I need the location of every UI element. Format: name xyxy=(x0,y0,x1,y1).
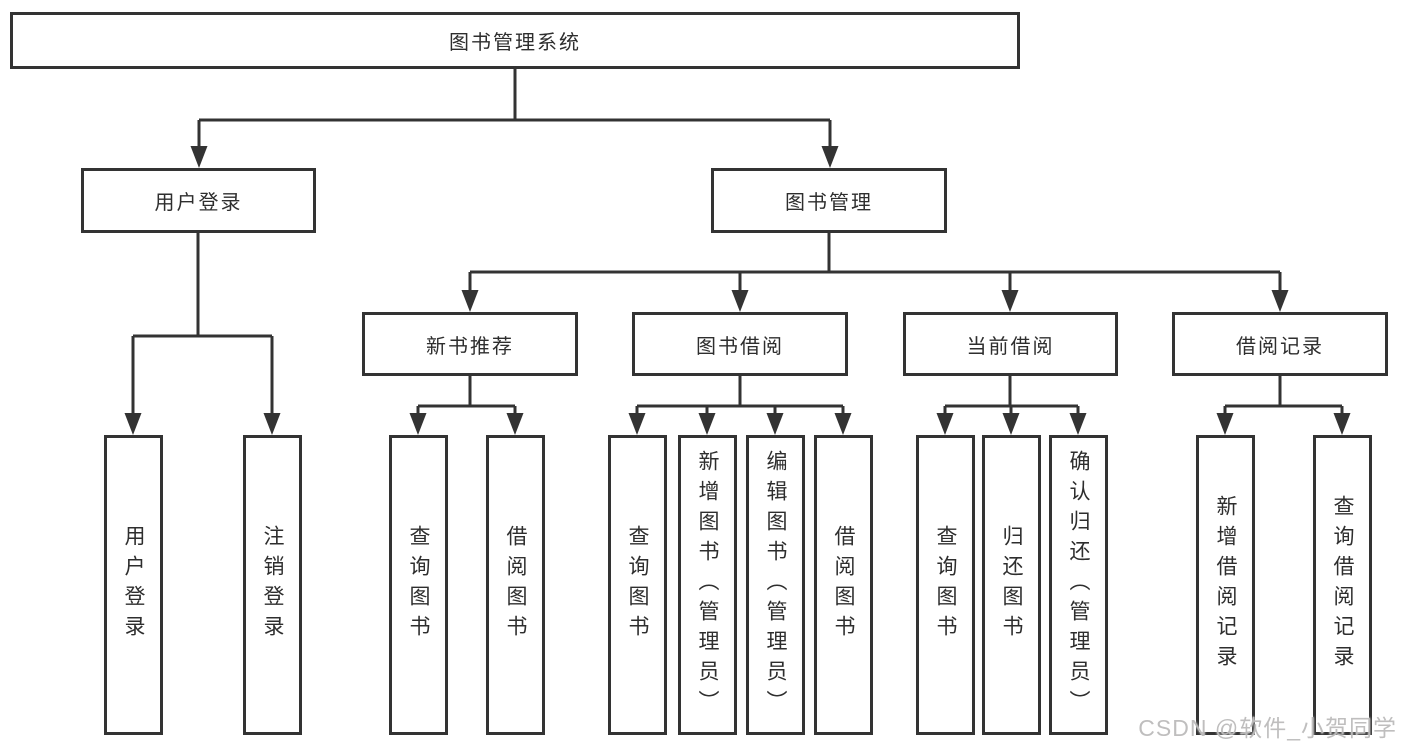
leaf-bb-edit-books-admin: 编辑图书（管理员） xyxy=(746,435,805,735)
arrowheads xyxy=(124,146,1351,435)
node-borrow-records: 借阅记录 xyxy=(1172,312,1388,376)
leaf-nbr-query-books: 查询图书 xyxy=(389,435,448,735)
leaf-bb-query-books: 查询图书 xyxy=(608,435,667,735)
leaf-label: 编辑图书（管理员） xyxy=(764,450,787,720)
leaf-bb-borrow-books: 借阅图书 xyxy=(814,435,873,735)
leaf-nbr-borrow-books: 借阅图书 xyxy=(486,435,545,735)
leaf-cb-query-books: 查询图书 xyxy=(916,435,975,735)
leaf-cb-return-books: 归还图书 xyxy=(982,435,1041,735)
csdn-watermark: CSDN @软件_小贺同学 xyxy=(1138,715,1397,741)
leaf-user-login: 用户登录 xyxy=(104,435,163,735)
leaf-label: 注销登录 xyxy=(261,525,284,645)
leaf-label: 借阅图书 xyxy=(832,525,855,645)
node-book-management: 图书管理 xyxy=(711,168,947,233)
leaf-label: 查询借阅记录 xyxy=(1331,495,1354,675)
node-current-borrow: 当前借阅 xyxy=(903,312,1118,376)
leaf-br-add-record: 新增借阅记录 xyxy=(1196,435,1255,735)
leaf-br-query-record: 查询借阅记录 xyxy=(1313,435,1372,735)
node-user-login: 用户登录 xyxy=(81,168,316,233)
leaf-bb-add-books-admin: 新增图书（管理员） xyxy=(678,435,737,735)
node-new-book-recommend: 新书推荐 xyxy=(362,312,578,376)
leaf-label: 借阅图书 xyxy=(504,525,527,645)
leaf-label: 新增图书（管理员） xyxy=(696,450,719,720)
leaf-label: 用户登录 xyxy=(122,525,145,645)
node-book-borrow: 图书借阅 xyxy=(632,312,848,376)
leaf-label: 查询图书 xyxy=(407,525,430,645)
leaf-label: 新增借阅记录 xyxy=(1214,495,1237,675)
leaf-label: 归还图书 xyxy=(1000,525,1023,645)
leaf-label: 查询图书 xyxy=(934,525,957,645)
leaf-logout: 注销登录 xyxy=(243,435,302,735)
leaf-label: 确认归还（管理员） xyxy=(1067,450,1090,720)
leaf-cb-confirm-return-admin: 确认归还（管理员） xyxy=(1049,435,1108,735)
node-root: 图书管理系统 xyxy=(10,12,1020,69)
leaf-label: 查询图书 xyxy=(626,525,649,645)
connector-lines xyxy=(131,68,1344,417)
